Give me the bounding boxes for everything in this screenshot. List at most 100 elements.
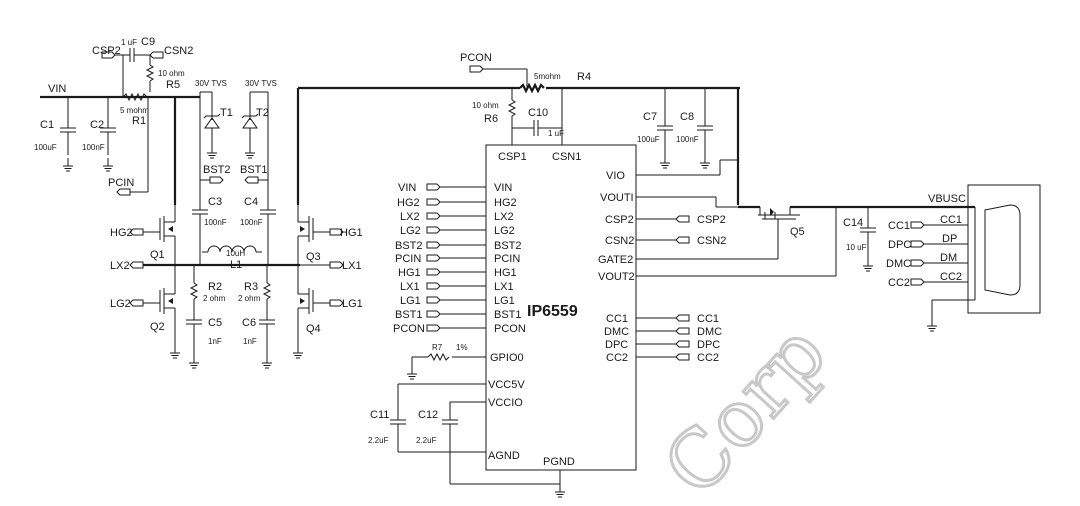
cap-c8: C8 100nF (676, 88, 713, 169)
cap-c2: C2 100nF (82, 97, 116, 172)
svg-text:Q5: Q5 (790, 226, 805, 238)
svg-text:Q4: Q4 (306, 323, 321, 335)
svg-text:2 ohm: 2 ohm (238, 294, 261, 303)
svg-text:C6: C6 (242, 317, 256, 329)
pcin-label: PCIN (108, 177, 134, 189)
svg-text:HG2: HG2 (494, 197, 517, 209)
svg-text:CSN2: CSN2 (605, 235, 634, 247)
svg-text:DPC: DPC (888, 239, 911, 251)
tvs-t2: 30V TVS T2 (241, 79, 277, 159)
bst1-label: BST1 (240, 164, 268, 176)
svg-text:CC2: CC2 (940, 271, 962, 283)
lx1-net: LX1 (342, 260, 362, 272)
svg-text:VOUTI: VOUTI (600, 192, 634, 204)
svg-text:C10: C10 (528, 107, 548, 119)
svg-text:HG2: HG2 (110, 227, 133, 239)
svg-text:BST2: BST2 (494, 240, 522, 252)
svg-text:LX2: LX2 (400, 211, 420, 223)
agnd-pin: AGND (488, 450, 520, 462)
svg-text:10 ohm: 10 ohm (158, 69, 185, 78)
svg-text:CC1: CC1 (888, 220, 910, 232)
svg-text:C9: C9 (141, 36, 155, 48)
svg-text:LG1: LG1 (342, 298, 363, 310)
svg-text:R4: R4 (577, 71, 591, 83)
svg-text:LG2: LG2 (400, 225, 421, 237)
svg-text:R2: R2 (208, 281, 222, 293)
svg-text:100uF: 100uF (34, 143, 57, 152)
svg-text:2.2uF: 2.2uF (416, 436, 437, 445)
svg-text:DP: DP (942, 233, 957, 245)
bst2-label: BST2 (203, 164, 231, 176)
svg-text:BST1: BST1 (494, 309, 522, 321)
cap-c3: C3 100nF (192, 196, 227, 265)
resistor-r6: 10 ohm R6 (472, 88, 534, 129)
svg-text:LG2: LG2 (110, 298, 131, 310)
svg-text:GATE2: GATE2 (598, 254, 633, 266)
svg-text:CC2: CC2 (888, 277, 910, 289)
svg-text:T2: T2 (256, 107, 269, 119)
svg-text:1nF: 1nF (208, 337, 222, 346)
lx2-net: LX2 (110, 260, 130, 272)
svg-text:VIO: VIO (606, 170, 625, 182)
svg-text:L1: L1 (230, 259, 242, 271)
svg-text:2 ohm: 2 ohm (203, 294, 226, 303)
cap-c10: C10 1 uF (528, 107, 564, 138)
svg-text:HG1: HG1 (494, 267, 517, 279)
vbusc-label: VBUSC (928, 193, 966, 205)
svg-text:30V TVS: 30V TVS (195, 79, 227, 88)
svg-text:2.2uF: 2.2uF (368, 436, 389, 445)
svg-text:HG2: HG2 (397, 197, 420, 209)
pcon-top-label: PCON (460, 52, 492, 64)
svg-text:LG1: LG1 (400, 295, 421, 307)
svg-text:1 uF: 1 uF (121, 38, 137, 47)
svg-text:1%: 1% (456, 343, 468, 352)
svg-text:C14: C14 (843, 217, 863, 229)
svg-text:VIN: VIN (494, 182, 512, 194)
svg-text:C12: C12 (418, 409, 438, 421)
svg-text:PCIN: PCIN (395, 253, 421, 265)
svg-text:CC2: CC2 (697, 352, 719, 364)
chip-name: IP6559 (527, 303, 578, 320)
svg-text:Q2: Q2 (150, 321, 165, 333)
svg-text:CSN2: CSN2 (164, 45, 193, 57)
svg-text:LG1: LG1 (494, 295, 515, 307)
vccio-pin: VCCIO (488, 397, 523, 409)
chip-right-pins: VIO VOUTI CSP2 CSP2 CSN2 CSN2 GATE2 VOUT… (598, 88, 837, 283)
svg-text:DPC: DPC (697, 339, 720, 351)
cap-c9: CSP2 CSN2 1 uF C9 (92, 36, 193, 62)
mosfet-q5: Q5 (738, 205, 805, 238)
svg-text:R7: R7 (432, 343, 443, 352)
chip-right-low-pins: CC1 CC1 DMC DMC DPC DPC CC2 CC2 (604, 313, 722, 364)
svg-text:C2: C2 (90, 119, 104, 131)
svg-text:LX1: LX1 (400, 281, 420, 293)
svg-text:BST2: BST2 (395, 240, 423, 252)
svg-text:10uH: 10uH (226, 249, 245, 258)
svg-text:C4: C4 (244, 196, 258, 208)
svg-text:DM: DM (940, 252, 957, 264)
mosfet-q4: LG1 Q4 (292, 265, 363, 359)
csn1-pin: CSN1 (552, 151, 581, 163)
mosfet-q2: LG2 Q2 (110, 265, 181, 359)
svg-text:CC1: CC1 (606, 313, 628, 325)
svg-text:1 uF: 1 uF (548, 129, 564, 138)
svg-text:CSN2: CSN2 (697, 235, 726, 247)
mosfet-q1: HG2 Q1 (110, 205, 176, 265)
mosfet-q3: HG1 Q3 (297, 205, 363, 265)
tvs-t1: 30V TVS T1 (195, 79, 233, 159)
cap-c12: C12 2.2uF (416, 402, 458, 484)
svg-text:100nF: 100nF (676, 135, 699, 144)
resistor-r7: R7 1% (406, 343, 486, 380)
svg-text:10 ohm: 10 ohm (472, 101, 499, 110)
svg-text:DMC: DMC (604, 326, 629, 338)
vin-net-label: VIN (48, 83, 66, 95)
vcc5v-pin: VCC5V (488, 379, 525, 391)
svg-text:CC2: CC2 (606, 352, 628, 364)
svg-text:PCON: PCON (393, 323, 425, 335)
svg-text:C8: C8 (680, 111, 694, 123)
svg-text:PCIN: PCIN (494, 253, 520, 265)
resistor-r2: R2 2 ohm (189, 265, 226, 320)
svg-text:DPC: DPC (605, 339, 628, 351)
